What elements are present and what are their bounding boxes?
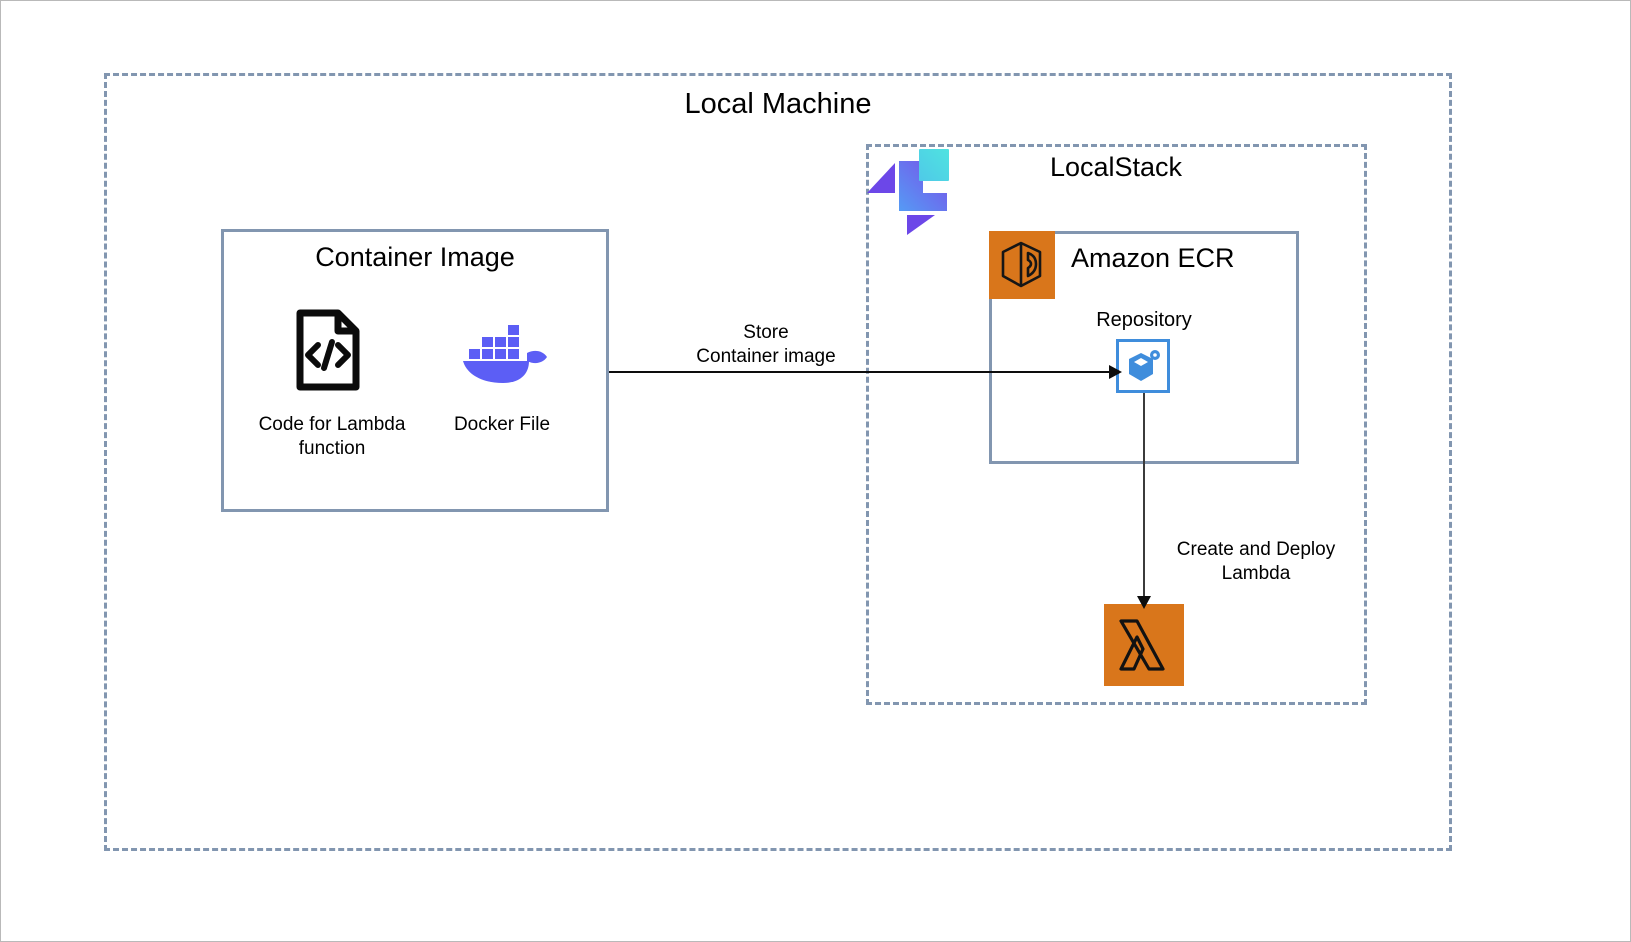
repository-label: Repository bbox=[1096, 309, 1192, 331]
local-machine-title: Local Machine bbox=[684, 88, 872, 120]
code-file-label: Code for Lambda function bbox=[258, 414, 406, 460]
container-image-box bbox=[221, 229, 609, 512]
amazon-ecr-title: Amazon ECR bbox=[1071, 243, 1235, 273]
amazon-ecr-icon bbox=[989, 231, 1055, 299]
store-container-image-arrow bbox=[609, 371, 1113, 373]
docker-whale-icon bbox=[453, 319, 551, 385]
create-deploy-lambda-arrow bbox=[1143, 393, 1145, 605]
docker-file-label: Docker File bbox=[453, 414, 551, 435]
localstack-group bbox=[866, 144, 1367, 705]
create-deploy-lambda-label: Create and Deploy Lambda bbox=[1176, 539, 1336, 585]
localstack-title: LocalStack bbox=[1049, 152, 1183, 182]
create-deploy-lambda-arrowhead bbox=[1137, 596, 1151, 609]
localstack-logo-icon bbox=[867, 149, 949, 235]
local-machine-group bbox=[104, 73, 1452, 851]
code-file-icon bbox=[296, 309, 360, 391]
ecr-repository-icon bbox=[1116, 339, 1170, 393]
store-container-image-arrowhead bbox=[1109, 365, 1122, 379]
container-image-title: Container Image bbox=[315, 242, 515, 272]
store-container-image-label: Store Container image bbox=[696, 322, 836, 368]
aws-lambda-icon bbox=[1104, 604, 1184, 686]
